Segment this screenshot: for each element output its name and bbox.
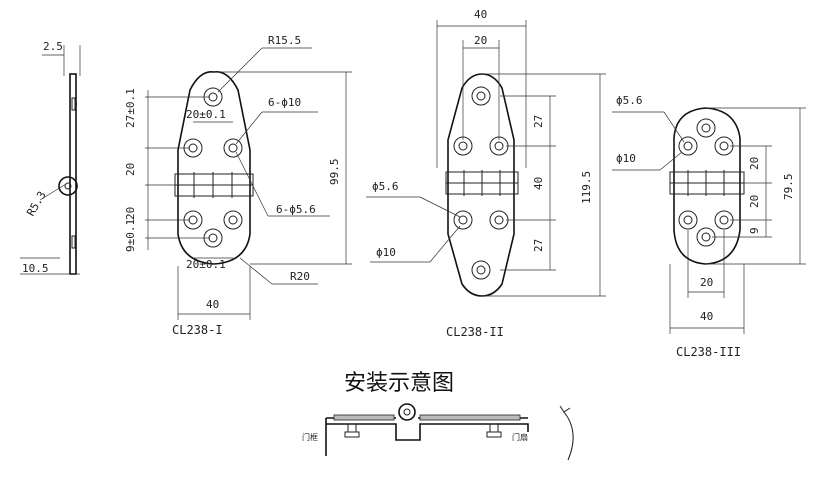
install-bolts: [344, 423, 502, 438]
door-label: 门扇: [512, 432, 528, 442]
hinge-cl238-i: 27±0.1 20 20 9±0.1 20±0.1 20±0.1 R15.5 6…: [124, 34, 352, 337]
hinge-cl238-iii: ϕ5.6 ϕ10 20 20 9 79.5 20 40 CL238-III: [612, 94, 806, 359]
h1-dim-top: 20±0.1: [186, 108, 226, 121]
h1-dim-9: 9±0.1: [124, 219, 137, 252]
h1-hole-small: 6-ϕ5.6: [276, 203, 316, 216]
h1-width: 40: [206, 298, 219, 311]
h1-dim-120: 20: [124, 207, 137, 220]
h1-r-top: R15.5: [268, 34, 301, 47]
h3-model-label: CL238-III: [676, 345, 741, 359]
h3-d2: 20: [748, 195, 761, 208]
hinge2-outline: [447, 73, 515, 297]
hinge-cl238-ii: 40 20 27 40 27 119.5 ϕ5.6 ϕ10 CL238-II: [366, 8, 606, 339]
side-thickness-label: 2.5: [43, 40, 63, 53]
frame-label: 门框: [302, 432, 318, 442]
side-view: 2.5 R5.3 10.5: [20, 40, 81, 275]
install-diagram: 安装示意图 门框 门扇: [302, 371, 574, 461]
h2-hole-small: ϕ5.6: [372, 180, 399, 193]
side-offset-label: 10.5: [22, 262, 49, 275]
h3-inner: 20: [700, 276, 713, 289]
h1-dim-20: 20: [124, 163, 137, 176]
h3-d3: 9: [748, 227, 761, 234]
h3-height: 79.5: [782, 174, 795, 201]
hinge3-holes: [678, 118, 734, 247]
h3-hole-big: ϕ10: [616, 152, 636, 165]
h1-dim-27: 27±0.1: [124, 88, 137, 128]
side-knuckle: [58, 176, 78, 196]
install-title: 安装示意图: [344, 371, 454, 396]
h2-inner: 20: [474, 34, 487, 47]
h1-height: 99.5: [328, 159, 341, 186]
h1-dim-bottom: 20±0.1: [186, 258, 226, 271]
h2-d1: 27: [532, 115, 545, 128]
h1-model-label: CL238-I: [172, 323, 223, 337]
hinge1-outline: [177, 71, 251, 265]
h2-width: 40: [474, 8, 487, 21]
h1-r-bottom: R20: [290, 270, 310, 283]
h2-d3: 27: [532, 239, 545, 252]
hinge3-outline: [673, 107, 741, 265]
h3-hole-small: ϕ5.6: [616, 94, 643, 107]
h2-hole-big: ϕ10: [376, 246, 396, 259]
h1-hole-big: 6-ϕ10: [268, 96, 301, 109]
h2-model-label: CL238-II: [446, 325, 504, 339]
h2-height: 119.5: [580, 171, 593, 204]
side-radius-label: R5.3: [24, 189, 49, 218]
h3-width: 40: [700, 310, 713, 323]
h3-d1: 20: [748, 157, 761, 170]
h2-d2: 40: [532, 177, 545, 190]
